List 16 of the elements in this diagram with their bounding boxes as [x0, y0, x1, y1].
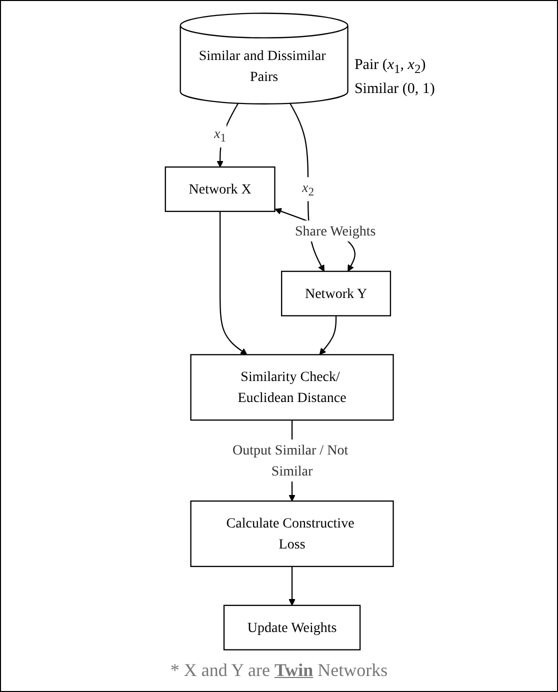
- edge-label: Output Similar / Not Similar: [232, 442, 348, 478]
- arrow: [318, 316, 336, 355]
- node-box: Update Weights: [223, 604, 360, 650]
- node-box: Calculate Constructive Loss: [190, 500, 394, 568]
- node-box: Network Y: [280, 270, 391, 316]
- node-box: Similarity Check/ Euclidean Distance: [190, 354, 394, 421]
- side-text: Similar (0, 1): [354, 80, 435, 99]
- edge-label: x$_{1}$: [214, 126, 226, 145]
- edge-label: Share Weights: [294, 222, 376, 238]
- arrow: [219, 211, 247, 355]
- arrow: [288, 566, 296, 606]
- note-text: * X and Y are Twin Networks: [170, 660, 388, 681]
- node-box: Network X: [164, 166, 276, 212]
- arrow: [289, 102, 324, 272]
- edge-label: x$_{2}$: [302, 179, 314, 199]
- side-text: Pair (x$_{1}$, x$_{2}$): [354, 56, 427, 78]
